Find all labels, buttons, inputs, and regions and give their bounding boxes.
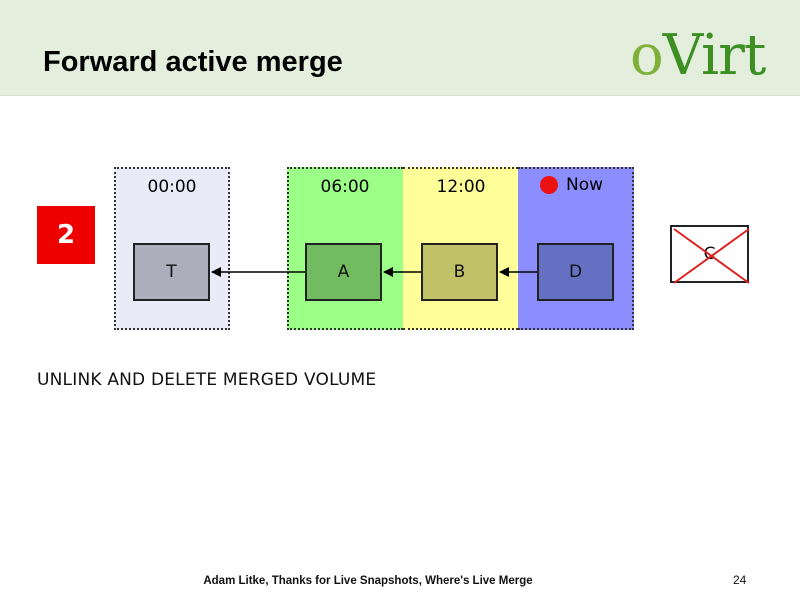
ovirt-logo: oVirt: [630, 20, 767, 92]
volume-c-deleted: C: [670, 225, 750, 284]
time-label-now: Now: [566, 175, 604, 195]
volume-b: B: [421, 243, 498, 301]
step-badge: 2: [37, 206, 95, 264]
time-label-now-group: Now: [540, 175, 603, 195]
volume-a: A: [305, 243, 382, 301]
logo-o: o: [630, 23, 664, 88]
volume-d: D: [537, 243, 614, 301]
logo-virt: Virt: [662, 23, 767, 88]
page-number: 24: [733, 573, 747, 587]
recording-dot-icon: [540, 176, 558, 194]
slide-title: Forward active merge: [43, 46, 343, 78]
step-caption: UNLINK AND DELETE MERGED VOLUME: [37, 370, 377, 390]
time-label-06-00: 06:00: [320, 177, 370, 197]
time-label-12-00: 12:00: [436, 177, 486, 197]
slide-header: Forward active merge oVirt: [0, 0, 800, 96]
time-label-00-00: 00:00: [147, 177, 197, 197]
volume-t: T: [133, 243, 210, 301]
delete-cross-icon: [673, 228, 750, 284]
slide-footer: Adam Litke, Thanks for Live Snapshots, W…: [203, 575, 533, 587]
